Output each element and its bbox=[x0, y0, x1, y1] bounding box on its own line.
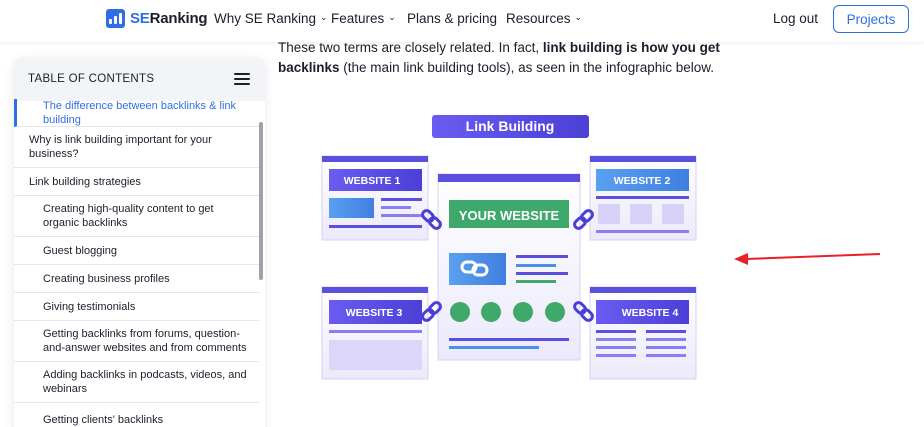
website-4-card: WEBSITE 4 bbox=[589, 286, 697, 380]
logout-link[interactable]: Log out bbox=[773, 11, 819, 26]
projects-button[interactable]: Projects bbox=[833, 5, 909, 33]
svg-text:Link Building: Link Building bbox=[466, 118, 555, 134]
nav-plans-pricing[interactable]: Plans & pricing bbox=[407, 11, 498, 26]
chain-link-icon bbox=[460, 260, 489, 277]
chain-link-icon bbox=[573, 301, 594, 322]
chevron-down-icon: ⌄ bbox=[320, 12, 328, 22]
nav-why-se-ranking[interactable]: Why SE Ranking⌄ bbox=[214, 11, 328, 26]
toc-item-forums[interactable]: Getting backlinks from forums, question-… bbox=[14, 321, 259, 362]
red-arrow-icon bbox=[734, 253, 881, 265]
se-ranking-logo[interactable]: SERanking bbox=[106, 9, 208, 28]
svg-text:WEBSITE 1: WEBSITE 1 bbox=[344, 175, 401, 187]
link-building-infographic: Link Building YOUR WEBSITE WEBSITE 1 bbox=[321, 115, 697, 380]
toc-item-guest-blogging[interactable]: Guest blogging bbox=[14, 237, 259, 265]
toc-header: TABLE OF CONTENTS bbox=[14, 57, 265, 101]
toc-item-podcasts[interactable]: Adding backlinks in podcasts, videos, an… bbox=[14, 362, 259, 403]
svg-text:YOUR WEBSITE: YOUR WEBSITE bbox=[459, 208, 560, 223]
menu-icon[interactable] bbox=[234, 73, 250, 85]
article-paragraph: These two terms are closely related. In … bbox=[278, 40, 720, 75]
nav-features[interactable]: Features⌄ bbox=[331, 11, 396, 26]
toc-item-difference[interactable]: The difference between backlinks & link … bbox=[14, 99, 259, 127]
toc-item-strategies[interactable]: Link building strategies bbox=[14, 168, 259, 196]
your-website-card: YOUR WEBSITE bbox=[437, 173, 581, 361]
toc-item-testimonials[interactable]: Giving testimonials bbox=[14, 293, 259, 321]
toc-item-why-important[interactable]: Why is link building important for your … bbox=[14, 127, 259, 168]
logo-bars-icon bbox=[106, 9, 125, 28]
site-header: SERanking Why SE Ranking⌄ Features⌄ Plan… bbox=[0, 0, 924, 42]
toc-title: TABLE OF CONTENTS bbox=[28, 73, 155, 85]
chevron-down-icon: ⌄ bbox=[574, 12, 583, 22]
toc-item-business-profiles[interactable]: Creating business profiles bbox=[14, 265, 259, 293]
website-2-card: WEBSITE 2 bbox=[589, 155, 697, 241]
website-1-card: WEBSITE 1 bbox=[321, 155, 429, 241]
infographic-title: Link Building bbox=[432, 115, 589, 138]
nav-resources[interactable]: Resources⌄ bbox=[506, 11, 583, 26]
toc-item-high-quality-content[interactable]: Creating high-quality content to get org… bbox=[14, 196, 259, 237]
table-of-contents: TABLE OF CONTENTS The difference between… bbox=[14, 57, 265, 427]
website-3-card: WEBSITE 3 bbox=[321, 286, 429, 380]
svg-text:WEBSITE 3: WEBSITE 3 bbox=[346, 307, 403, 319]
svg-text:WEBSITE 4: WEBSITE 4 bbox=[622, 307, 679, 319]
toc-list: The difference between backlinks & link … bbox=[14, 99, 259, 427]
logo-text: SERanking bbox=[130, 10, 208, 27]
toc-item-clients-backlinks[interactable]: Getting clients' backlinks bbox=[14, 403, 259, 427]
chain-link-icon bbox=[573, 209, 594, 230]
svg-text:WEBSITE 2: WEBSITE 2 bbox=[614, 175, 671, 187]
chain-link-icon bbox=[421, 209, 442, 230]
chain-link-icon bbox=[421, 301, 442, 322]
toc-scrollbar[interactable] bbox=[259, 122, 263, 280]
chevron-down-icon: ⌄ bbox=[388, 12, 396, 22]
